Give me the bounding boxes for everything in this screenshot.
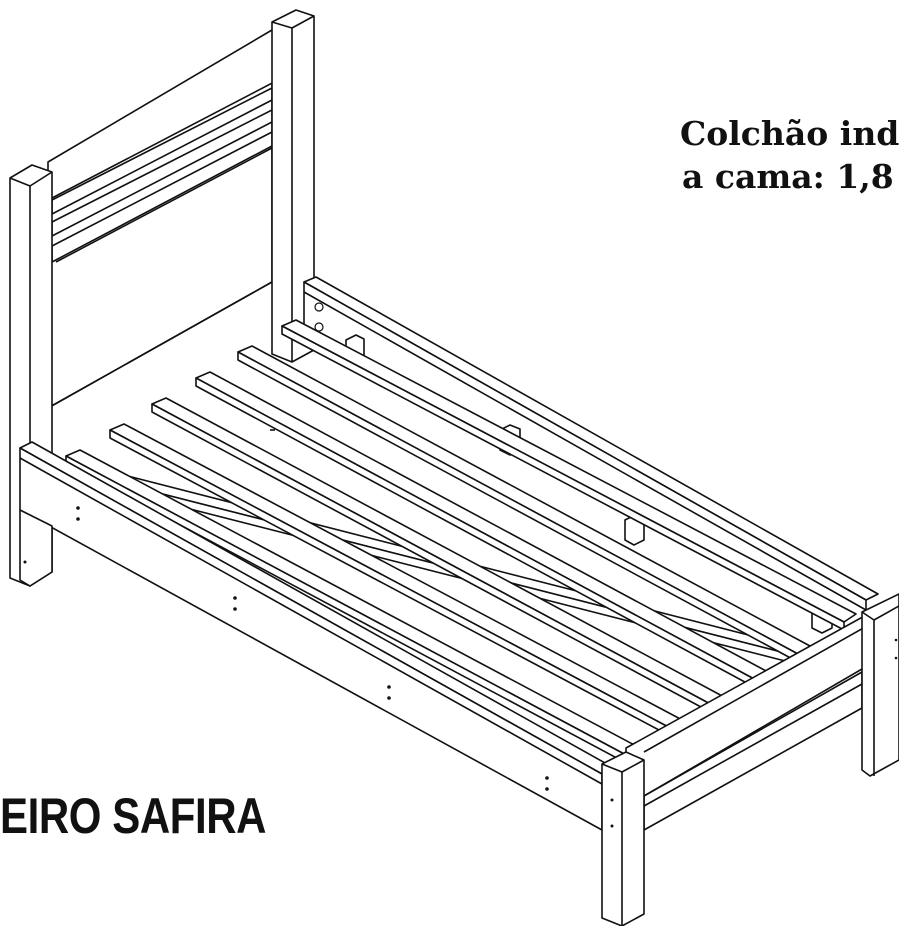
headboard-legs (19, 509, 53, 587)
bolt-hole-lower (314, 322, 324, 332)
foot-post-right (861, 593, 899, 777)
footboard (601, 593, 899, 926)
mattress-note-line-1: Colchão ind (680, 114, 899, 153)
slat-6 (65, 449, 641, 757)
product-title: EIRO SAFIRA (0, 788, 267, 844)
bolt-hole-upper (314, 302, 324, 312)
slats (65, 319, 857, 765)
mattress-note-line-2: a cama: 1,8 (682, 157, 894, 196)
foot-post-left (601, 751, 645, 926)
front-side-rail (19, 441, 615, 831)
mattress-note: Colchão ind a cama: 1,8 (680, 112, 899, 198)
